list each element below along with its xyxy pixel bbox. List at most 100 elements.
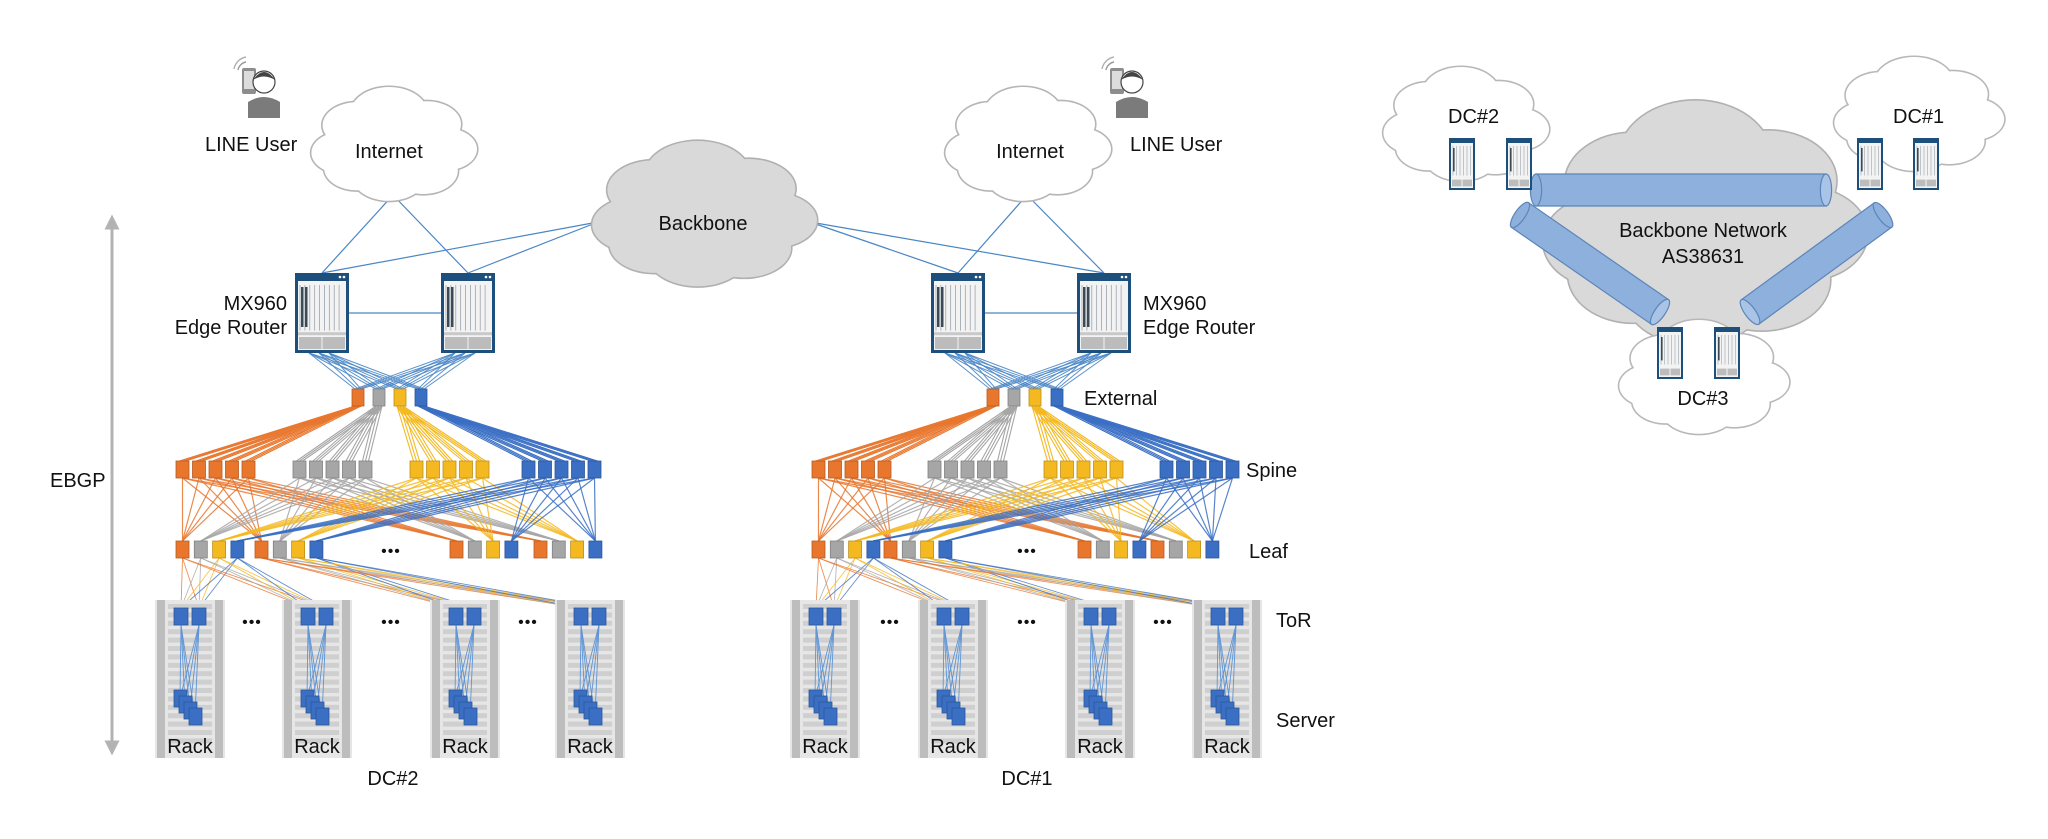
router-card [447, 287, 450, 327]
pipe-end [1819, 173, 1833, 207]
left-spine-switch [587, 460, 602, 479]
left-spine-switch [175, 460, 190, 479]
left-rack-label: Rack [294, 736, 341, 758]
rack-unit [568, 646, 612, 651]
overview-dc3-router [1714, 327, 1740, 379]
rack-unit [1078, 646, 1122, 651]
rack-unit [931, 620, 975, 626]
router-psu [1660, 368, 1670, 376]
tor-server-link [455, 624, 471, 717]
rack-unit [1205, 620, 1249, 626]
left-spine-switch [292, 460, 307, 479]
left-spine-leaf-link [465, 477, 494, 542]
right-leaf-tor-link [873, 557, 963, 609]
rack-unit [1205, 662, 1249, 668]
right-leaf-switch [920, 540, 934, 559]
router-led [974, 275, 978, 279]
router-card [1087, 287, 1090, 327]
right-external-spine-link [1031, 405, 1049, 462]
cloud-core [969, 107, 1085, 183]
rack-unit [1078, 604, 1122, 609]
left-internet-cloud [309, 85, 479, 203]
router-psu [1727, 368, 1737, 376]
left-router-external-link [402, 352, 476, 390]
right-external-spine-link [1002, 405, 1018, 462]
right-external-spine-link [1031, 405, 1114, 462]
rack-unit [931, 646, 975, 651]
rack-unit [168, 620, 212, 626]
left-router-external-link [420, 352, 466, 390]
pipe-end [1649, 298, 1671, 326]
rack-unit [443, 620, 487, 626]
tor-server-link [814, 624, 817, 699]
right-router-external-link [1031, 352, 1092, 390]
right-internet-label: Internet [996, 141, 1064, 163]
left-router-external-link [328, 352, 404, 390]
rack-unit [568, 612, 612, 618]
links-layer [179, 194, 1237, 609]
rack-unit [1078, 738, 1122, 744]
left-spine-leaf-link [577, 477, 596, 542]
left-rack: Rack [430, 600, 500, 758]
right-spine-switch [861, 460, 875, 479]
right-spine-switch [960, 460, 975, 479]
right-spine-leaf-link [854, 477, 1101, 542]
right-router-external-link [944, 352, 991, 390]
left-server [588, 707, 603, 726]
right-leaf-tor-link [815, 557, 819, 609]
left-tor-switch [591, 607, 607, 626]
right-external-spine-link [947, 405, 1012, 462]
router-psu [445, 337, 468, 349]
router-psu [322, 337, 345, 349]
right-backbone-router-link [809, 221, 959, 274]
right-router-external-link [964, 352, 997, 390]
left-spine-switch [571, 460, 585, 479]
layer-label-server: Server [1276, 710, 1335, 732]
rack-rail [157, 600, 165, 758]
rack-unit [443, 662, 487, 668]
left-external-spine-link [364, 405, 380, 462]
rack-rail [432, 600, 440, 758]
wifi-arc [1101, 56, 1115, 70]
cloud-core [625, 167, 781, 263]
rack-unit [1205, 637, 1249, 643]
left-spine-leaf-link [237, 477, 595, 542]
left-router-external-link [328, 352, 362, 390]
pipe-end [1872, 201, 1894, 229]
rack-unit [803, 662, 847, 668]
left-leaf-switch [291, 540, 306, 559]
left-spine-switch [521, 460, 536, 479]
left-leaf-tor-link [316, 557, 600, 609]
layer-label-leaf: Leaf [1249, 541, 1288, 563]
overview-dc2-router [1449, 138, 1475, 190]
overview-pipe-dc1-dc3 [1739, 201, 1894, 326]
right-spine-leaf-link [945, 477, 1233, 542]
right-leaf-tor-link [945, 557, 1219, 609]
right-tor-switch [1228, 607, 1244, 626]
rack-unit [568, 637, 612, 643]
rack-unit [1205, 688, 1249, 693]
left-leaf-tor-link [180, 557, 220, 609]
rack-unit [443, 688, 487, 693]
left-ellipsis: ••• [381, 543, 401, 560]
left-ellipsis: ••• [518, 614, 538, 631]
right-edge-router-1 [931, 273, 985, 353]
right-spine-switch [1093, 460, 1107, 479]
right-leaf-switch [866, 540, 881, 559]
right-spine-leaf-link [1066, 477, 1195, 542]
rack-unit [803, 637, 847, 643]
right-spine-leaf-link [818, 477, 891, 542]
right-ellipsis: ••• [1153, 614, 1173, 631]
left-external-spine-link [402, 405, 486, 462]
rack-unit [568, 620, 612, 626]
right-external-spine-link [815, 405, 991, 462]
person-hair [253, 72, 275, 80]
right-rack: Rack [1192, 600, 1262, 758]
phone-screen [244, 71, 254, 89]
right-spine-leaf-link [818, 477, 869, 542]
rack-unit [931, 654, 975, 660]
rack-unit [1078, 637, 1122, 643]
router-card [1718, 337, 1720, 361]
right-leaf-switch [1168, 540, 1183, 559]
